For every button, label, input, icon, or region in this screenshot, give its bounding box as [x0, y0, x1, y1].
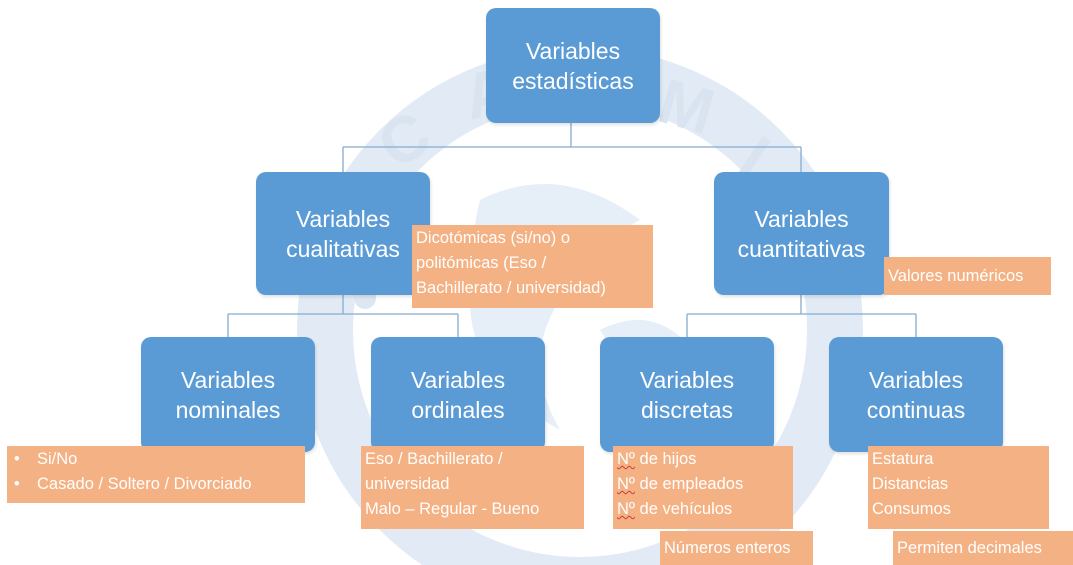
- node-label-line1: Variables: [639, 366, 735, 393]
- node-variables-discretas: Variables discretas: [600, 337, 774, 452]
- node-label-line2: continuas: [866, 396, 966, 423]
- note-list-item: Distancias: [872, 475, 949, 493]
- note-cuantitativas: Valores numéricos: [884, 257, 1051, 295]
- note-line: politómicas (Eso /: [416, 254, 547, 272]
- node-label-line2: discretas: [640, 396, 734, 423]
- node-label-line1: Variables: [410, 366, 506, 393]
- note-item-text: de vehículos: [634, 500, 733, 518]
- note-nominales: Si/No Casado / Soltero / Divorciado: [7, 446, 305, 503]
- note-ordinales: Eso / Bachillerato / universidad Malo – …: [361, 446, 584, 529]
- note-continuas: Estatura Distancias Consumos: [868, 446, 1049, 529]
- note-item-text: de empleados: [634, 475, 744, 493]
- note-item-prefix: Nº: [617, 475, 635, 493]
- node-variables-ordinales: Variables ordinales: [371, 337, 545, 452]
- note-discretas-footer: Números enteros: [660, 531, 813, 565]
- note-bullet-item: Casado / Soltero / Divorciado: [11, 472, 301, 497]
- note-bullet-item: Si/No: [11, 447, 301, 472]
- note-list-item: Nº de vehículos: [617, 497, 789, 522]
- note-line: Permiten decimales: [897, 538, 1042, 557]
- node-label-line2: estadísticas: [512, 67, 634, 94]
- note-line: Números enteros: [664, 538, 791, 557]
- note-line: Eso / Bachillerato /: [365, 450, 503, 468]
- note-line: universidad: [365, 475, 450, 493]
- note-list-item: Estatura: [872, 450, 934, 468]
- note-cualitativas: Dicotómicas (si/no) o politómicas (Eso /…: [412, 225, 653, 308]
- node-variables-cualitativas: Variables cualitativas: [256, 172, 430, 295]
- note-line: Bachillerato / universidad): [416, 279, 606, 297]
- note-continuas-footer: Permiten decimales: [893, 531, 1073, 565]
- note-item-prefix: Nº: [617, 450, 635, 468]
- node-variables-cuantitativas: Variables cuantitativas: [714, 172, 889, 295]
- node-variables-estadisticas: Variables estadísticas: [486, 8, 660, 123]
- node-label-line2: nominales: [175, 396, 281, 423]
- node-label-line2: cuantitativas: [737, 235, 866, 262]
- note-line: Dicotómicas (si/no) o: [416, 229, 571, 247]
- node-label-line1: Variables: [525, 37, 621, 64]
- note-list-item: Nº de hijos: [617, 447, 789, 472]
- note-list-item: Consumos: [872, 500, 951, 518]
- node-variables-nominales: Variables nominales: [141, 337, 315, 452]
- note-line: Valores numéricos: [888, 266, 1024, 285]
- node-variables-continuas: Variables continuas: [829, 337, 1003, 452]
- note-line: Malo – Regular - Bueno: [365, 500, 540, 518]
- node-label-line2: ordinales: [411, 396, 505, 423]
- node-label-line1: Variables: [754, 205, 849, 232]
- node-label-line1: Variables: [868, 366, 964, 393]
- note-item-prefix: Nº: [617, 500, 635, 518]
- node-label-line1: Variables: [180, 366, 276, 393]
- note-discretas: Nº de hijos Nº de empleados Nº de vehícu…: [613, 446, 793, 529]
- node-label-line2: cualitativas: [286, 235, 400, 262]
- node-label-line1: Variables: [295, 205, 391, 232]
- note-list-item: Nº de empleados: [617, 472, 789, 497]
- note-item-text: de hijos: [634, 450, 697, 468]
